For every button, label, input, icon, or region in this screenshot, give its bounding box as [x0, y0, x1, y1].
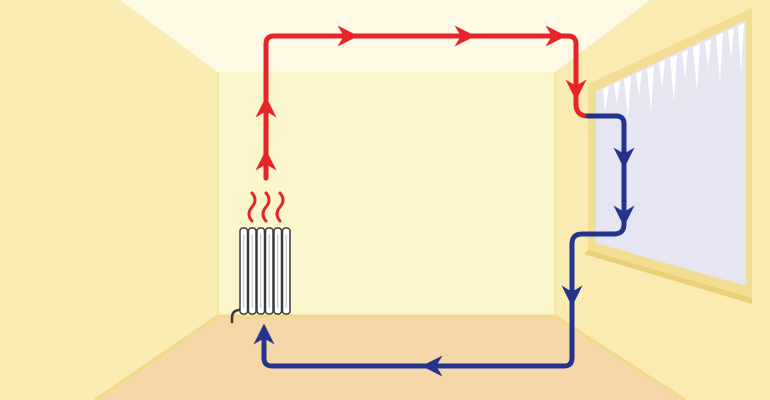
- right-baseboard: [554, 314, 686, 400]
- left-wall: [0, 0, 218, 400]
- cool-air-path: [261, 113, 627, 369]
- warm-air-path: [263, 33, 591, 181]
- heat-wave-3: [275, 191, 285, 223]
- warm-air-flow: [255, 25, 591, 181]
- heat-wave-1: [247, 191, 257, 223]
- radiator-pipe: [230, 308, 242, 324]
- heat-wave-2: [261, 191, 271, 223]
- floor: [95, 316, 685, 400]
- heat-wave-icon: [247, 191, 285, 223]
- radiator-icon: [230, 227, 291, 324]
- icicle-icon: [603, 23, 744, 118]
- window-sill: [584, 250, 752, 304]
- left-baseboard: [94, 314, 219, 400]
- radiator-fin-shading: [243, 234, 287, 308]
- cool-air-flow: [253, 113, 635, 377]
- back-wall: [218, 72, 555, 316]
